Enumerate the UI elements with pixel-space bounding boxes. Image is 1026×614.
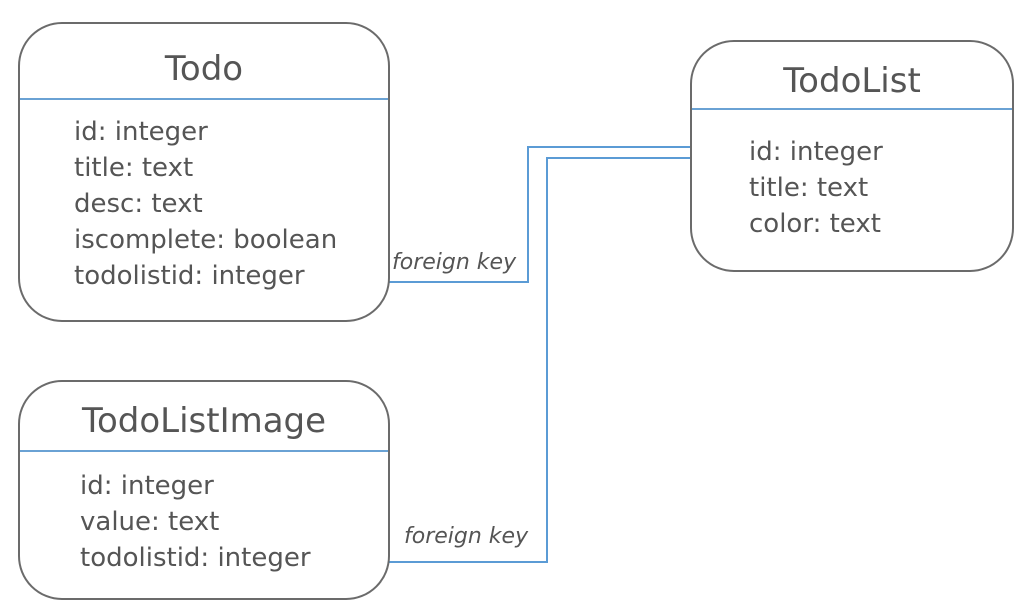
- entity-divider: [692, 108, 1012, 110]
- field-title: title: text: [749, 173, 869, 203]
- field-list: id: integer value: text todolistid: inte…: [80, 468, 311, 576]
- entity-todolistimage: TodoListImage id: integer value: text to…: [18, 380, 390, 600]
- entity-divider: [20, 450, 388, 452]
- field-desc: desc: text: [74, 189, 203, 219]
- foreign-key-label-todo: foreign key: [392, 250, 517, 275]
- field-list: id: integer title: text color: text: [749, 134, 883, 242]
- entity-title: TodoListImage: [81, 401, 327, 441]
- field-id: id: integer: [80, 471, 214, 501]
- fk-connector-todo-to-todolist: [344, 142, 711, 283]
- foreign-key-label-todolistimage: foreign key: [404, 524, 529, 549]
- field-value: value: text: [80, 507, 220, 537]
- field-list: id: integer title: text desc: text iscom…: [74, 114, 337, 294]
- field-id: id: integer: [74, 117, 208, 147]
- entity-title: TodoList: [783, 61, 921, 101]
- field-title: title: text: [74, 153, 194, 183]
- field-iscomplete: iscomplete: boolean: [74, 225, 338, 255]
- field-id: id: integer: [749, 137, 883, 167]
- field-color: color: text: [749, 209, 881, 239]
- entity-todolist: TodoList id: integer title: text color: …: [690, 40, 1014, 272]
- entity-todo: Todo id: integer title: text desc: text …: [18, 22, 390, 322]
- field-todolistid: todolistid: integer: [74, 261, 305, 291]
- entity-title: Todo: [164, 49, 244, 89]
- entity-divider: [20, 98, 388, 100]
- fk-connector-todolistimage-to-todolist: [326, 153, 735, 563]
- field-todolistid: todolistid: integer: [80, 543, 311, 573]
